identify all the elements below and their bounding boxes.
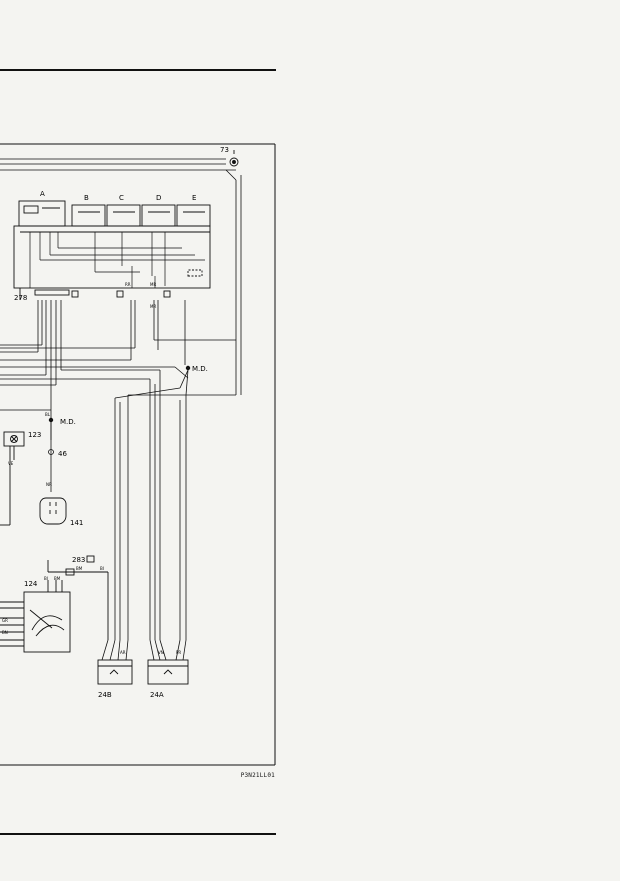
component-141 xyxy=(39,497,67,525)
wire-mr: MR xyxy=(150,282,156,287)
wire-bn: BN xyxy=(2,630,8,635)
label-46: 46 xyxy=(58,450,67,458)
wire-pr: PR xyxy=(176,650,181,655)
label-24b: 24B xyxy=(98,691,112,699)
label-123: 123 xyxy=(28,431,41,439)
wire-gr: GR xyxy=(2,618,8,623)
wire-bm: BM xyxy=(54,576,61,581)
wire-bi2: BI xyxy=(100,566,104,571)
label-relay-a: A xyxy=(40,190,45,198)
label-73: 73 xyxy=(220,146,229,154)
component-124 xyxy=(0,580,71,653)
label-md-lower: M.D. xyxy=(60,418,76,426)
top-rule xyxy=(0,69,276,71)
component-123 xyxy=(0,431,25,526)
label-283: 283 xyxy=(72,556,85,564)
wire-bm2: BM xyxy=(76,566,83,571)
diagram-reference: P3N21LL01 xyxy=(240,772,275,779)
wire-mr2: MR xyxy=(150,304,156,309)
junction-md-upper xyxy=(114,365,191,640)
label-relay-d: D xyxy=(156,194,161,202)
relay-unit-wiring xyxy=(29,232,205,288)
connector-feed-wires xyxy=(101,639,187,661)
label-124: 124 xyxy=(24,580,38,588)
label-24a: 24A xyxy=(150,691,164,699)
label-141: 141 xyxy=(70,519,83,527)
bottom-rule xyxy=(0,833,276,835)
wire-ar: AR xyxy=(120,650,126,655)
label-278: 278 xyxy=(14,294,27,302)
wire-nr: NR xyxy=(46,482,52,487)
label-relay-e: E xyxy=(192,194,196,202)
component-283 xyxy=(47,555,109,640)
label-relay-c: C xyxy=(119,194,124,202)
junction-md-lower xyxy=(0,409,54,492)
label-relay-b: B xyxy=(84,194,89,202)
relay-unit-278 xyxy=(13,200,211,300)
label-md-upper: M.D. xyxy=(192,365,208,373)
connector-73 xyxy=(229,150,239,167)
wire-bi: BI xyxy=(44,576,48,581)
wire-bl: BL xyxy=(45,412,51,417)
wire-ve: VE xyxy=(8,461,14,466)
connector-24b xyxy=(97,659,133,685)
vertical-feeds xyxy=(0,300,236,440)
connector-24a xyxy=(147,659,189,685)
wire-rr: RR xyxy=(125,282,131,287)
top-bus-wires xyxy=(0,158,242,396)
diagram-frame xyxy=(0,143,276,766)
wire-vn: VN xyxy=(158,650,164,655)
